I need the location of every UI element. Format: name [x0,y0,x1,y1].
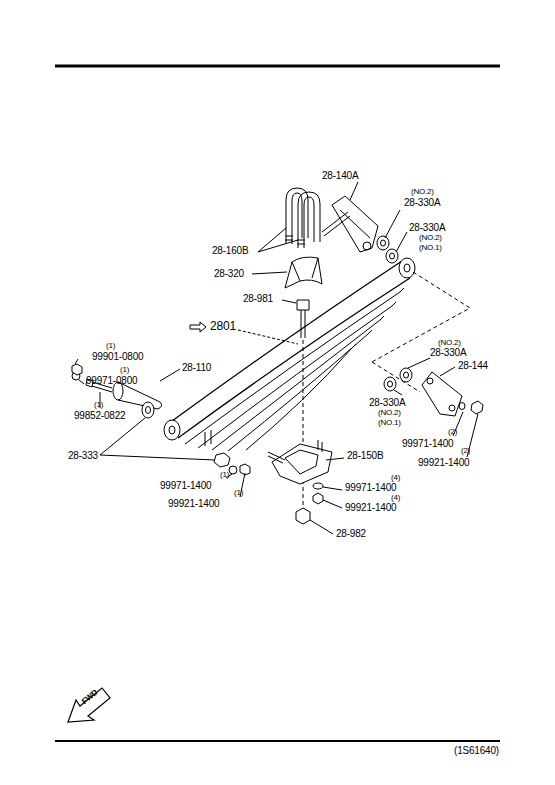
position-note: (NO.2) [411,187,434,196]
part-number: 28-110 [182,362,211,373]
part-number: 28-144 [458,360,488,371]
position-note: (NO.2) [438,338,461,347]
part-number: 28-982 [336,528,366,539]
quantity-note: (1) [220,470,229,479]
position-note: (NO.1) [419,243,442,252]
quantity-note: (4) [391,493,400,502]
quantity-note: (2) [448,427,457,436]
part-number: 28-330A [369,397,405,408]
part-number: 28-320 [214,268,244,279]
part-number: 99852-0822 [74,410,125,421]
part-number: 99971-1400 [402,438,453,449]
part-number: 99921-1400 [168,498,219,509]
reference-number: 2801 [210,320,236,333]
quantity-note: (1) [234,488,243,497]
quantity-note: (4) [391,473,400,482]
position-note: (NO.2) [419,233,442,242]
position-note: (NO.1) [378,418,401,427]
part-number: 99921-1400 [418,457,469,468]
diagram-code: (1S61640) [454,745,499,756]
part-number: 99921-1400 [345,502,396,513]
part-number: 99971-0800 [86,375,137,386]
part-number: 99901-0800 [92,351,143,362]
quantity-note: (2) [461,446,470,455]
part-number: 28-140A [322,170,358,181]
part-number: 28-333 [68,450,98,461]
part-number: 99971-1400 [160,480,211,491]
quantity-note: (1) [94,400,103,409]
part-number: 99971-1400 [345,482,396,493]
quantity-note: (1) [106,341,115,350]
part-number: 28-330A [409,222,445,233]
part-number: 28-981 [243,293,273,304]
part-number: 28-150B [347,450,383,461]
part-number: 28-330A [430,347,466,358]
part-number: 28-330A [404,197,440,208]
part-number: 28-160B [212,245,248,256]
quantity-note: (1) [120,365,129,374]
position-note: (NO.2) [378,408,401,417]
